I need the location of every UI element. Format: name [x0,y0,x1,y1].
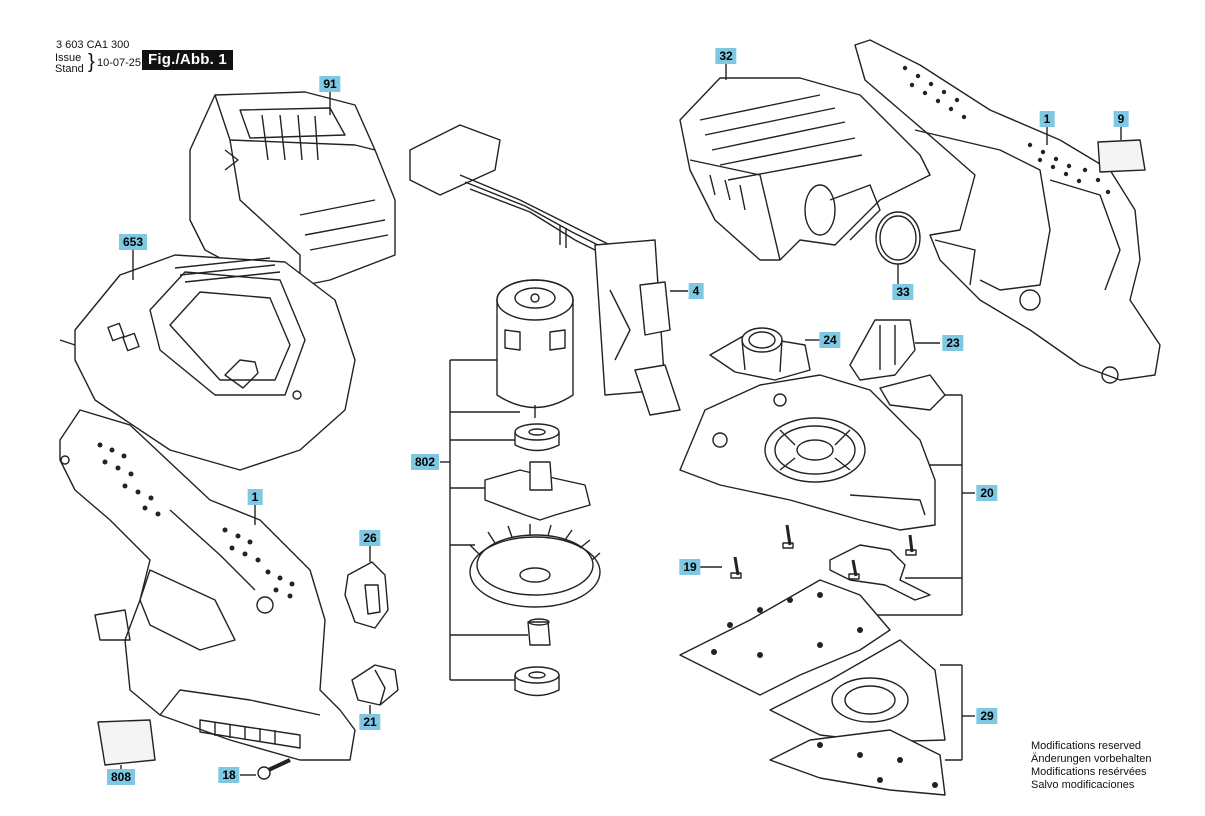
callout-4: 4 [688,283,704,299]
callout-91: 91 [319,76,341,92]
callout-21: 21 [359,714,381,730]
sanding-sheet-upper [679,579,891,696]
figure-label: Fig./Abb. 1 [142,50,233,70]
spindle [527,618,551,646]
callout-808: 808 [106,769,136,785]
sander-housing [59,409,356,761]
callout-653: 653 [118,234,148,250]
label-9 [1097,139,1146,173]
charger [59,254,356,471]
fan [469,524,601,608]
label-808 [97,719,156,766]
screw-18 [257,758,291,780]
top-housing-cover [679,77,931,261]
callout-9: 9 [1113,111,1129,127]
housing-half-right [854,39,1161,384]
cover-part [351,664,399,706]
housing-right-dots [902,65,1111,195]
note-line-en: Modifications reserved [1031,740,1142,752]
motor [496,279,574,418]
document-number: 3 603 CA1 300 [56,39,130,51]
note-line-es: Salvo modificaciones [1031,779,1135,791]
modifications-note: Modifications reserved Änderungen vorbeh… [1031,740,1151,792]
sanding-pad [769,639,946,743]
callout-33: 33 [892,284,914,300]
bearing-holder [709,327,811,381]
issue-date: 10-07-25 [97,57,142,69]
callout-20: 20 [976,485,998,501]
bearing-upper [514,423,560,452]
issue-label: Issue [55,52,82,64]
brace-glyph: } [88,51,95,73]
battery-pack [189,91,396,291]
cable-harness-switch [409,124,681,416]
support-23 [849,319,916,381]
counterweight [484,461,591,521]
base-plate [679,374,946,531]
o-ring [875,211,921,265]
sheet-holes [711,592,938,788]
callout-32: 32 [715,48,737,64]
bracket-802 [440,359,528,681]
callout-24: 24 [819,332,841,348]
callout-26: 26 [359,530,381,546]
clamp-spring [829,544,931,601]
callout-19: 19 [679,559,701,575]
callout-1-right: 1 [1039,111,1055,127]
switch-cover [344,561,389,629]
stand-label: Stand [55,63,84,75]
note-line-de: Änderungen vorbehalten [1031,753,1152,765]
housing-dots [97,442,295,599]
note-line-fr: Modifications resérvées [1031,766,1147,778]
callout-1-left: 1 [247,489,263,505]
screw-19 [730,524,917,580]
callout-18: 18 [218,767,240,783]
callout-29: 29 [976,708,998,724]
callout-23: 23 [942,335,964,351]
leader-20-bracket [870,394,975,616]
callout-802: 802 [410,454,440,470]
bearing-lower [514,666,560,697]
leader-29-bracket [940,664,975,761]
sanding-sheet-lower [769,729,946,796]
